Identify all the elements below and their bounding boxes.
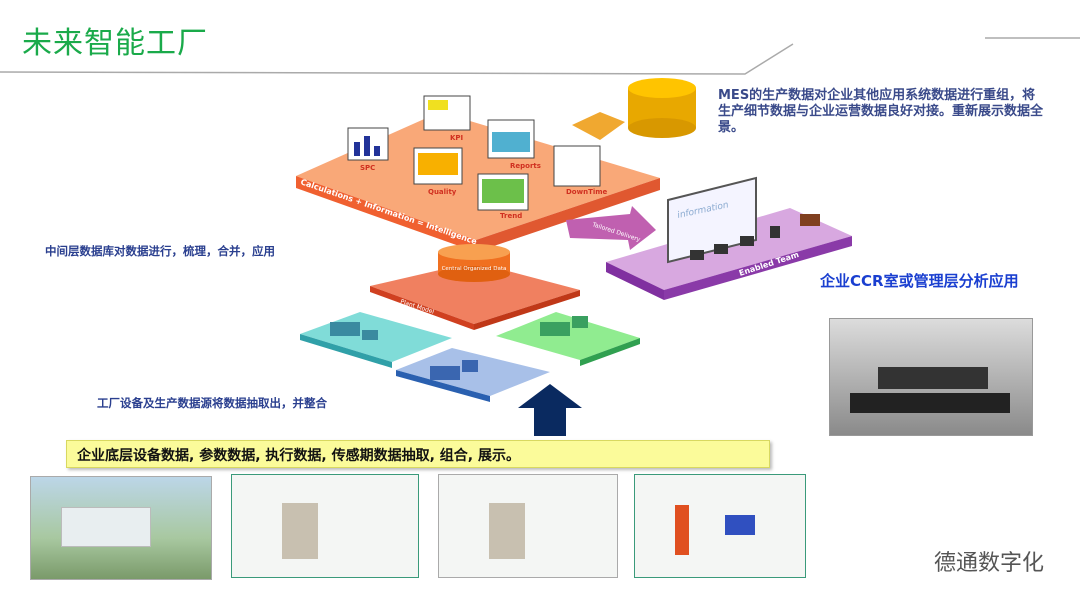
- mes-note: MES的生产数据对企业其他应用系统数据进行重组，将生产细节数据与企业运营数据良好…: [718, 88, 1044, 135]
- factory-photo: [30, 476, 212, 580]
- info-screen: [667, 176, 757, 264]
- control-room-photo: [829, 318, 1033, 436]
- team-platform: [606, 208, 852, 290]
- label-reports: Reports: [510, 162, 541, 170]
- label-downtime: DownTime: [566, 188, 608, 196]
- screen-downtime: [553, 145, 601, 187]
- slide-title: 未来智能工厂: [22, 26, 208, 61]
- exchange-arrow-icon: [572, 112, 625, 140]
- label-trend: Trend: [500, 212, 522, 220]
- label-spc: SPC: [360, 164, 375, 172]
- up-arrow-icon: [518, 384, 582, 436]
- ccr-note: 企业CCR室或管理层分析应用: [820, 272, 1019, 290]
- label-kpi: KPI: [450, 134, 463, 142]
- process-diagram-3: [634, 474, 806, 578]
- process-diagram-1: [231, 474, 419, 578]
- central-data-label: Central Organized Data: [442, 266, 507, 272]
- database-icon: [628, 78, 696, 138]
- summary-banner: 企业底层设备数据, 参数数据, 执行数据, 传感期数据抽取, 组合, 展示。: [66, 440, 770, 468]
- delivery-arrow-icon: [566, 206, 656, 250]
- plant-model-layer: [370, 262, 580, 324]
- label-quality: Quality: [428, 188, 457, 196]
- source-note: 工厂设备及生产数据源将数据抽取出，并整合: [97, 396, 327, 410]
- process-diagram-2: [438, 474, 618, 578]
- watermark: 德通数字化: [933, 551, 1044, 576]
- middle-layer-note: 中间层数据库对数据进行，梳理，合并，应用: [45, 244, 275, 258]
- header-line: [0, 43, 794, 75]
